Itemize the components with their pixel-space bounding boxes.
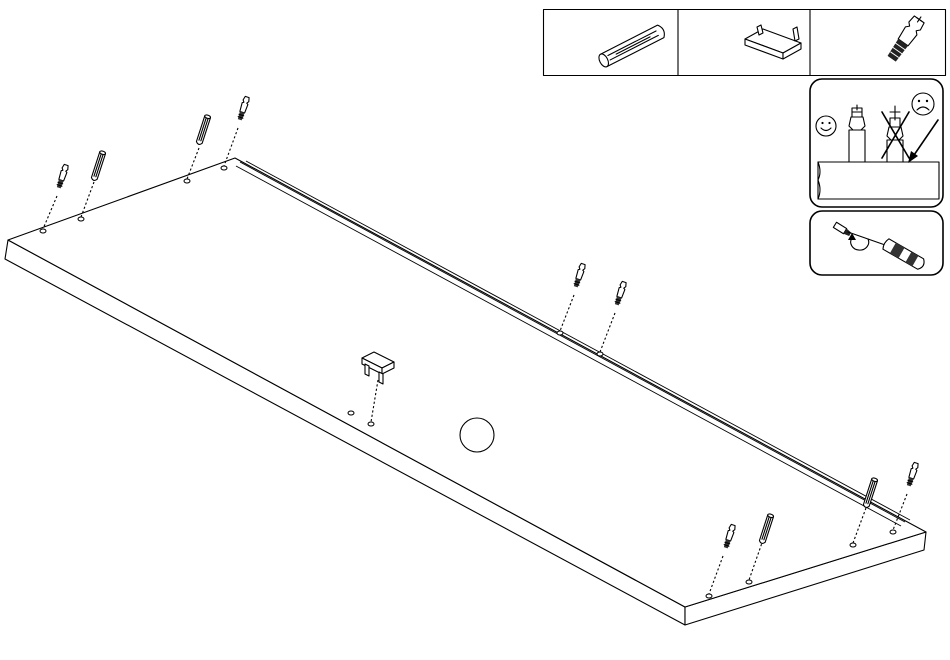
cam-bolt bbox=[237, 96, 250, 121]
cam-bolt bbox=[906, 462, 919, 487]
sad-face-icon bbox=[912, 93, 934, 115]
dowel bbox=[863, 477, 878, 508]
plastic-connector-icon bbox=[745, 25, 801, 59]
wooden-dowel-icon bbox=[597, 24, 667, 69]
panel-top-face bbox=[8, 158, 926, 607]
correct-bolt bbox=[849, 105, 865, 162]
bolt-depth-tip-icon bbox=[810, 79, 943, 207]
screwdriver-rotate-icon bbox=[810, 211, 943, 275]
cam-bolt bbox=[573, 263, 586, 288]
dowel bbox=[91, 150, 106, 181]
arrow-icon bbox=[908, 120, 938, 163]
dowel bbox=[196, 114, 211, 145]
happy-face-icon bbox=[816, 116, 836, 136]
cam-bolt-icon bbox=[886, 13, 927, 63]
cam-bolt bbox=[614, 281, 627, 306]
cam-bolt bbox=[56, 164, 69, 189]
parts-legend bbox=[544, 10, 946, 76]
panel-board bbox=[5, 158, 926, 625]
incorrect-bolt bbox=[882, 106, 909, 162]
